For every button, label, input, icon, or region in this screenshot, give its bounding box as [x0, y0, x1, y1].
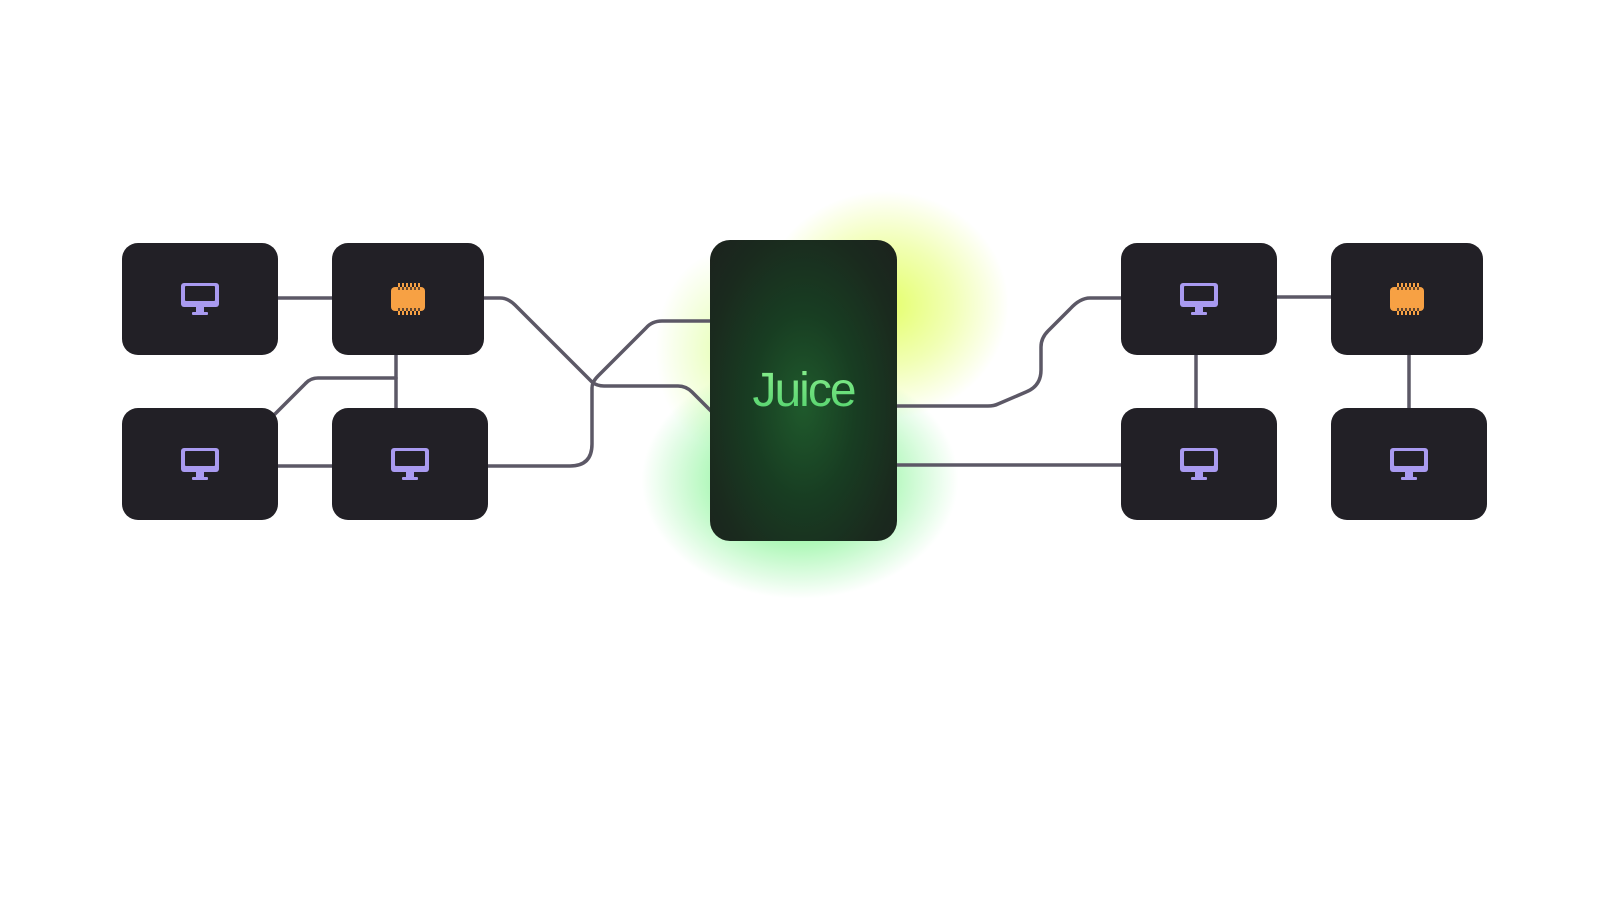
right-monitor-node-bottom-left[interactable]	[1121, 408, 1277, 520]
monitor-icon	[1180, 283, 1218, 315]
right-chip-node[interactable]	[1331, 243, 1483, 355]
chip-icon	[1390, 283, 1424, 315]
monitor-icon	[181, 448, 219, 480]
left-monitor-node-bottom-left[interactable]	[122, 408, 278, 520]
wire-hub-to-right-top	[895, 296, 1123, 408]
monitor-icon	[1390, 448, 1428, 480]
chip-icon	[391, 283, 425, 315]
juice-hub[interactable]: Juice	[710, 240, 897, 541]
right-monitor-node-bottom-right[interactable]	[1331, 408, 1487, 520]
wire-left-diagonal	[273, 376, 398, 416]
monitor-icon	[181, 283, 219, 315]
wire-chip-to-hub	[482, 296, 714, 414]
wire-bottom-to-hub	[485, 319, 714, 468]
left-chip-node[interactable]	[332, 243, 484, 355]
left-monitor-node-bottom-right[interactable]	[332, 408, 488, 520]
monitor-icon	[1180, 448, 1218, 480]
hub-title: Juice	[752, 364, 856, 417]
left-monitor-node-top[interactable]	[122, 243, 278, 355]
right-monitor-node-top[interactable]	[1121, 243, 1277, 355]
monitor-icon	[391, 448, 429, 480]
